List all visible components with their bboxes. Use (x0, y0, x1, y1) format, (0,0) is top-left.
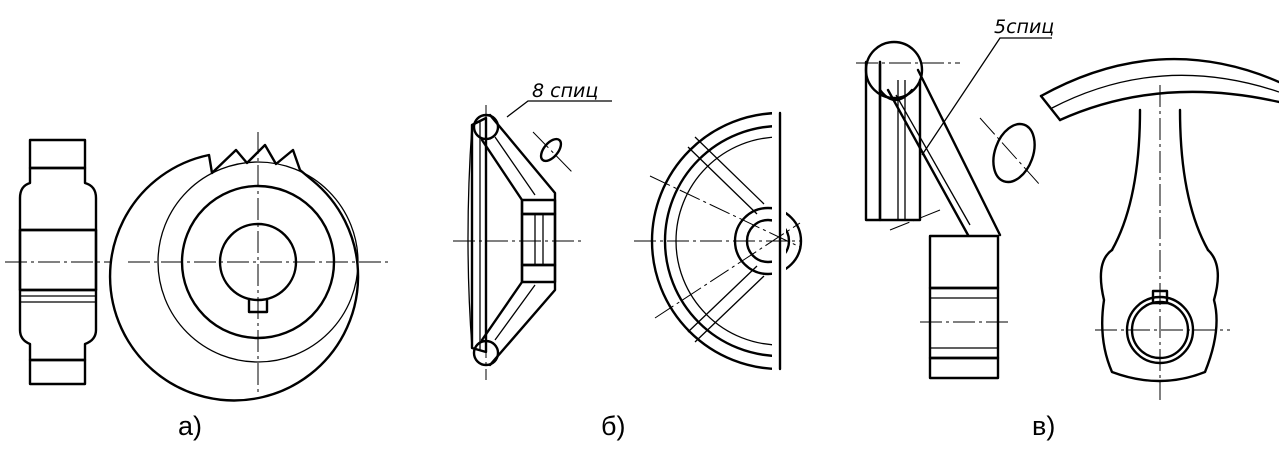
caption-v: в) (1032, 411, 1056, 441)
caption-b: б) (601, 411, 626, 441)
wheel-section-view: 8 спиц (453, 80, 612, 380)
drawing-b-spoked-wheel: 8 спиц (453, 80, 803, 390)
drawing-v-handwheel: 5спиц (856, 16, 1279, 400)
handwheel-section-view: 5спиц (856, 16, 1054, 380)
drawing-a-gear (5, 132, 388, 402)
caption-a: а) (178, 411, 203, 441)
spokes-callout-b: 8 спиц (532, 80, 598, 102)
gear-front-view (108, 132, 388, 402)
gear-section-view (5, 138, 110, 386)
handwheel-front-view (1039, 57, 1279, 400)
spokes-callout-v: 5спиц (994, 16, 1054, 38)
wheel-front-view (634, 100, 803, 390)
